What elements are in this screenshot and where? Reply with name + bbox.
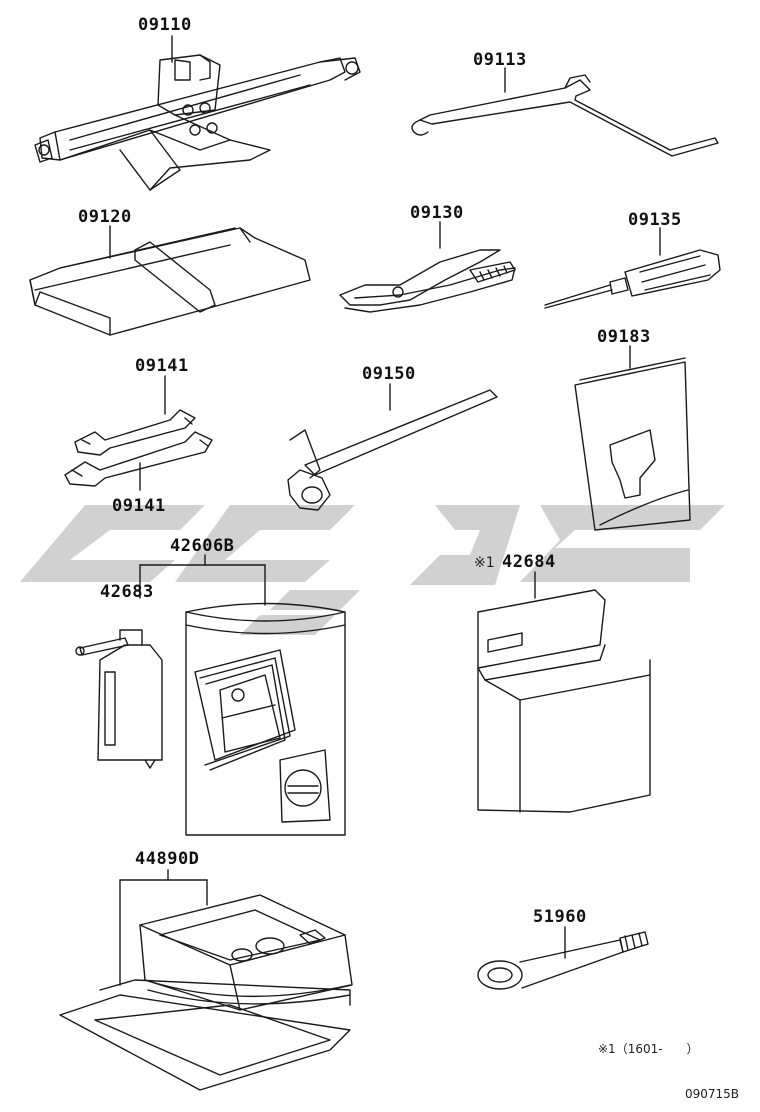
figure-id: 090715B — [685, 1087, 740, 1101]
jack-handle — [411, 67, 719, 157]
part-label-09150: 09150 — [362, 364, 416, 384]
bottle-holder — [477, 571, 651, 813]
sealant-bottle — [75, 629, 163, 769]
part-label-44890d: 44890D — [135, 849, 200, 869]
wrenches — [64, 375, 213, 491]
footnote-marker: ※1 — [474, 555, 495, 571]
part-label-42684: 42684 — [502, 552, 556, 572]
part-label-09130: 09130 — [410, 203, 464, 223]
tire-inflator — [59, 869, 353, 1091]
pliers — [339, 221, 516, 313]
wheel-nut-wrench — [287, 383, 498, 511]
part-label-09110: 09110 — [138, 15, 192, 35]
scissor-jack — [34, 35, 361, 191]
repair-kit-box — [185, 602, 346, 836]
part-label-42683: 42683 — [100, 582, 154, 602]
part-label-09120: 09120 — [78, 207, 132, 227]
tool-bag — [29, 225, 311, 336]
part-label-42606b: 42606B — [170, 536, 235, 556]
towing-eye — [477, 926, 649, 990]
part-label-51960: 51960 — [533, 907, 587, 927]
part-label-09141-top: 09141 — [135, 356, 189, 376]
bracket-42606b — [139, 554, 266, 606]
part-label-09141-bottom: 09141 — [112, 496, 166, 516]
screwdriver — [544, 227, 721, 309]
part-label-09135: 09135 — [628, 210, 682, 230]
part-label-09183: 09183 — [597, 327, 651, 347]
footnote: ※1（1601- ） — [598, 1042, 699, 1056]
hook-bag — [574, 345, 691, 531]
part-label-09113: 09113 — [473, 50, 527, 70]
